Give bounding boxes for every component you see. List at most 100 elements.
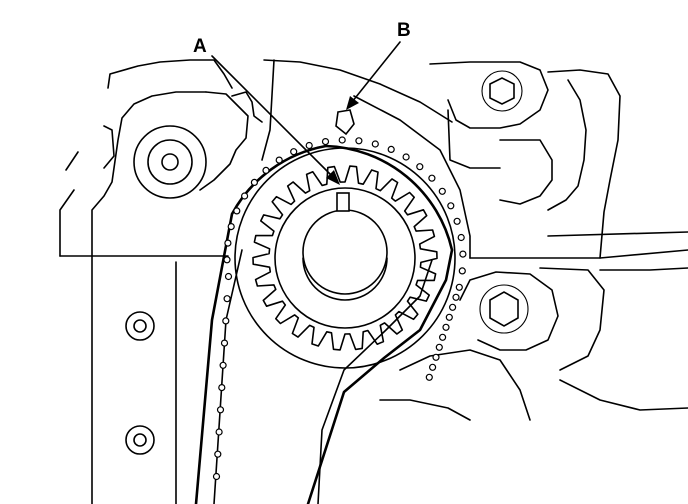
belt-hole (438, 187, 446, 195)
belt-hole (216, 406, 225, 414)
callout-b: B (346, 20, 411, 110)
idler-pulley-center (161, 153, 179, 171)
upper-left-casting (107, 59, 233, 89)
sprocket-hub-outer (274, 187, 416, 329)
belt-hole (321, 138, 330, 146)
housing-parting-line-right (469, 249, 688, 259)
timing-belt (194, 136, 467, 504)
crank-pulley-flange (379, 399, 471, 421)
belt-hole (262, 166, 270, 174)
bolt-washer-top (481, 70, 523, 112)
idler-pulley-outer (133, 125, 207, 199)
belt-hole (305, 141, 313, 150)
hex-bolt-top (489, 77, 515, 105)
top-casting-edge (263, 59, 453, 123)
belt-hole (227, 223, 235, 231)
upper-bracket-flange (231, 91, 263, 123)
sprocket-teeth (252, 165, 438, 351)
belt-hole (220, 339, 229, 347)
belt-hole (416, 163, 424, 171)
right-boss (499, 139, 553, 205)
callout-a: A (193, 36, 340, 185)
crank-pulley-arc (399, 349, 531, 421)
belt-hole (452, 293, 460, 301)
cam-sprocket (234, 147, 456, 369)
sprocket-rim (234, 147, 456, 369)
lower-right-casting (539, 267, 605, 371)
belt-holes (212, 136, 467, 481)
belt-hole (338, 136, 346, 144)
right-top-flange (547, 231, 688, 237)
belt-hole (425, 373, 433, 381)
bolt-boss-top (429, 61, 549, 129)
right-casting-edge (547, 69, 621, 259)
belt-hole (215, 428, 223, 436)
belt-hole (402, 153, 410, 161)
belt-hole (459, 250, 467, 258)
belt-hole (442, 323, 450, 331)
bolt-washer-lower (479, 284, 529, 334)
callout-b-leader (351, 41, 401, 103)
belt-hole (214, 450, 222, 458)
left-casting-notch (103, 125, 115, 169)
belt-hole (457, 233, 465, 242)
right-web (447, 109, 501, 169)
right-casting-inner (547, 79, 587, 211)
belt-hole (429, 363, 437, 371)
bolt-boss-lower (459, 271, 559, 351)
callout-a-label: A (193, 36, 207, 57)
top-casting-rib (261, 59, 275, 161)
plate-bolt-lower-outer (125, 425, 155, 455)
sprocket-alignment-mark (336, 192, 350, 212)
plate-bolt-upper-inner (133, 319, 147, 333)
belt-outer-right (306, 144, 454, 504)
belt-hole (219, 361, 227, 369)
callout-a-arrowhead (326, 170, 340, 185)
belt-hole (218, 384, 226, 392)
belt-inner-right (317, 259, 433, 504)
belt-hole (428, 174, 436, 182)
belt-hole (222, 317, 230, 325)
belt-hole (212, 472, 221, 481)
hex-bolt-lower (489, 291, 519, 327)
lower-right-rib (559, 379, 688, 411)
belt-hole (233, 207, 241, 215)
callout-a-leader (211, 55, 335, 179)
belt-hole (445, 313, 453, 321)
belt-hole (224, 272, 233, 281)
belt-hole (275, 156, 283, 164)
pointer-mark (335, 109, 355, 136)
callout-b-arrowhead (346, 96, 359, 110)
belt-hole (455, 283, 463, 291)
belt-hole (435, 343, 443, 351)
crank-cover-contour (353, 95, 471, 259)
upper-bracket (199, 91, 249, 191)
belt-hole (458, 267, 466, 275)
plate-bolt-lower-inner (133, 433, 147, 447)
belt-hole (223, 256, 231, 264)
engine-housing (59, 59, 688, 504)
sprocket-hub-shadow (302, 257, 388, 301)
belt-hole (223, 295, 231, 303)
belt-hole (449, 303, 457, 311)
belt-hole (453, 217, 461, 225)
plate-bolt-upper-outer (125, 311, 155, 341)
idler-pulley-mid (147, 139, 193, 185)
belt-hole (250, 178, 258, 186)
belt-outer-left (194, 144, 328, 504)
lower-right-edge (599, 267, 688, 271)
belt-hole (447, 202, 455, 210)
belt-hole (241, 192, 249, 200)
sprocket-hub-bore (302, 209, 388, 295)
belt-hole (387, 145, 395, 153)
left-casting-contour (91, 91, 207, 257)
belt-hole (290, 148, 298, 156)
belt-hole (224, 239, 232, 247)
left-cover-edge (59, 151, 79, 257)
belt-hole (355, 137, 363, 145)
belt-hole (432, 353, 440, 361)
belt-hole (371, 140, 379, 148)
callout-b-label: B (397, 20, 411, 41)
